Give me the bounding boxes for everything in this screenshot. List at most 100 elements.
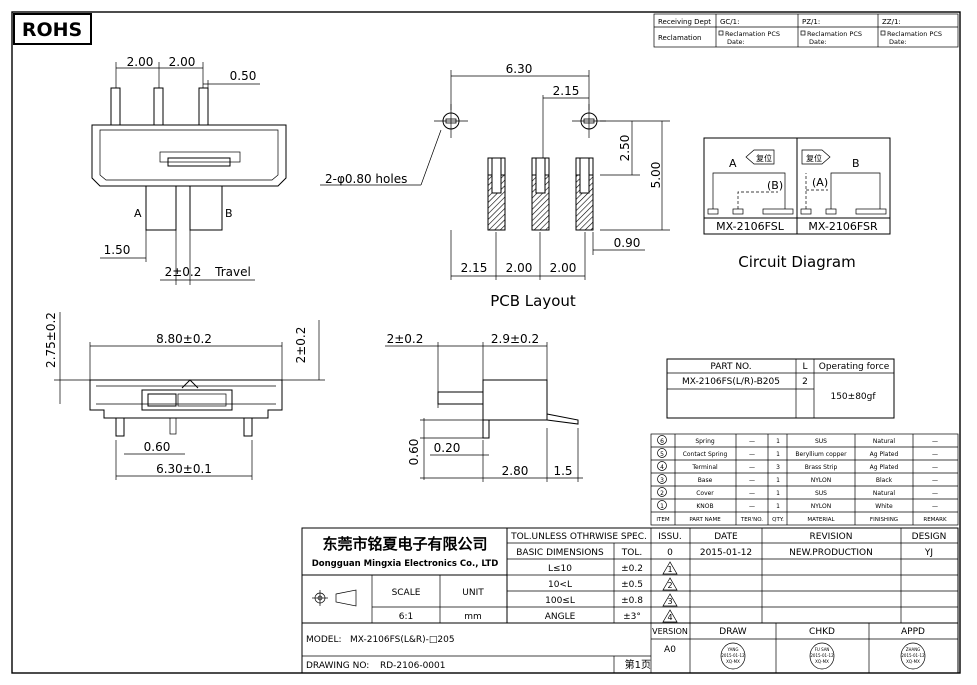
dim-front-2-75: 2.75±0.2 <box>44 312 58 368</box>
side-view: 2.00 2.00 0.50 A B 1.50 2±0.2 Travel <box>91 55 287 285</box>
bom-row-6: 6 Spring — 1 SUS Natural — <box>657 435 938 445</box>
circuit-left-b: (B) <box>767 179 783 192</box>
revision-header: REVISION <box>810 532 853 542</box>
basic-dims-label: BASIC DIMENSIONS <box>516 548 604 558</box>
bom-name-6: Spring <box>695 438 715 445</box>
circuit-right-b: B <box>852 157 860 170</box>
rev-mark-4: 4 <box>667 613 672 622</box>
dim-front-0-60: 0.60 <box>144 440 171 454</box>
pz-label: PZ/1: <box>802 18 820 26</box>
bom-ter-3: — <box>749 477 755 484</box>
page-number: 第1页 <box>625 658 651 671</box>
dim-pcb-2-50: 2.50 <box>618 135 632 162</box>
tol-row-4-range: ANGLE <box>545 612 576 622</box>
tol-row-3-range: 100≤L <box>545 596 575 606</box>
rev-design-value: YJ <box>924 548 933 558</box>
stamp-appd: ZHANG 2015-01-12 XQ-MX <box>900 642 926 670</box>
bom-ter-4: — <box>749 464 755 471</box>
bom-finish-3: Black <box>876 477 893 484</box>
appd-header: APPD <box>901 627 925 637</box>
dim-pcb-0-90: 0.90 <box>614 236 641 250</box>
holes-label: 2-φ0.80 holes <box>325 172 407 186</box>
bom-header-row: ITEM PART NAME TER'NO. QTY. MATERIAL FIN… <box>656 517 947 523</box>
bom-ter-5: — <box>749 451 755 458</box>
bom-h-remark: REMARK <box>923 517 947 523</box>
dim-side-1-50: 1.50 <box>104 243 131 257</box>
bom-name-1: KNOB <box>696 503 713 510</box>
tol-label: TOL. <box>621 548 642 558</box>
stamp-chkd-date: 2015-01-12 <box>810 653 834 658</box>
rev-triangles: 1 2 3 4 <box>662 561 678 623</box>
version-header: VERSION <box>652 627 688 636</box>
bom-ter-1: — <box>749 503 755 510</box>
model-value: MX-2106FS(L&R)-□205 <box>350 635 455 645</box>
receiving-table: Receiving Dept Reclamation GC/1: PZ/1: Z… <box>653 13 959 48</box>
stamp-appd-name: ZHANG <box>906 647 921 652</box>
bom-qty-3: 1 <box>776 477 780 484</box>
dim-pcb-2-15-bottom: 2.15 <box>461 261 488 275</box>
dim-end-0-60: 0.60 <box>407 439 421 466</box>
bom-item-2: 2 <box>660 490 664 497</box>
bom-finish-2: Natural <box>873 490 895 497</box>
rev-mark-3: 3 <box>667 597 672 606</box>
side-label-a: A <box>134 207 142 220</box>
bom-h-qty: QTY. <box>772 517 784 523</box>
force-value: 150±80gf <box>830 392 876 402</box>
reclamation-date-1: Date: <box>727 38 745 46</box>
tol-title: TOL.UNLESS OTHRWISE SPEC. <box>510 532 647 542</box>
rohs-text: ROHS <box>22 19 82 41</box>
issu-header: ISSU. <box>658 532 682 542</box>
bom-ter-6: — <box>749 438 755 445</box>
stamp-appd-co: XQ-MX <box>906 659 920 664</box>
stamp-appd-date: 2015-01-12 <box>901 653 925 658</box>
force-header: Operating force <box>819 362 890 372</box>
design-header: DESIGN <box>912 532 947 542</box>
rev-revision-value: NEW.PRODUCTION <box>789 548 873 558</box>
dim-end-0-20: 0.20 <box>434 441 461 455</box>
bom-item-6: 6 <box>660 438 664 445</box>
rev-date-value: 2015-01-12 <box>700 548 752 558</box>
scale-value: 6:1 <box>399 612 413 622</box>
bom-qty-2: 1 <box>776 490 780 497</box>
stamp-draw-co: XQ-MX <box>726 659 740 664</box>
side-label-b: B <box>225 207 233 220</box>
company-name-en: Dongguan Mingxia Electronics Co., LTD <box>312 559 499 569</box>
bom-remark-5: — <box>932 451 938 458</box>
scale-label: SCALE <box>392 588 421 598</box>
company-name-cn: 东莞市铭夏电子有限公司 <box>322 535 487 553</box>
rev-issu-value: 0 <box>667 548 673 558</box>
dim-pcb-2-00-b: 2.00 <box>550 261 577 275</box>
bom-finish-1: White <box>875 503 893 510</box>
bom-row-1: 1 KNOB — 1 NYLON White — <box>657 500 938 510</box>
front-view: 2.75±0.2 8.80±0.2 2±0.2 0.60 6.30±0.1 <box>44 312 325 480</box>
tol-row-2-value: ±0.5 <box>621 580 643 590</box>
zz-label: ZZ/1: <box>882 18 901 26</box>
l-value: 2 <box>802 377 808 387</box>
bom-row-2: 2 Cover — 1 SUS Natural — <box>657 487 938 497</box>
tol-row-1-value: ±0.2 <box>621 564 643 574</box>
receiving-dept-label: Receiving Dept <box>658 18 711 26</box>
bom-qty-1: 1 <box>776 503 780 510</box>
bom-h-material: MATERIAL <box>807 517 835 523</box>
dim-front-2-0-2: 2±0.2 <box>294 327 308 364</box>
dim-pcb-5-00: 5.00 <box>649 162 663 189</box>
draw-header: DRAW <box>719 627 746 637</box>
bom-name-4: Terminal <box>691 464 718 471</box>
pcb-layout-title: PCB Layout <box>490 292 576 310</box>
end-view: 2±0.2 2.9±0.2 0.60 0.20 2.80 1.5 <box>385 332 583 482</box>
bom-row-5: 5 Contact Spring — 1 Beryllium copper Ag… <box>657 448 938 458</box>
bom-finish-6: Natural <box>873 438 895 445</box>
dim-end-2-80: 2.80 <box>502 464 529 478</box>
bom-item-1: 1 <box>660 503 664 510</box>
circuit-right-reset: 复位 <box>806 153 822 163</box>
part-table: PART NO. L Operating force MX-2106FS(L/R… <box>666 358 895 419</box>
circuit-left-reset: 复位 <box>756 153 772 163</box>
drawing-no-label: DRAWING NO: <box>306 661 369 671</box>
circuit-right-model: MX-2106FSR <box>808 220 878 233</box>
bom-row-3: 3 Base — 1 NYLON Black — <box>657 474 938 484</box>
bom-name-3: Base <box>698 477 713 484</box>
bom-name-5: Contact Spring <box>683 451 728 458</box>
dim-pcb-2-15-top: 2.15 <box>553 84 580 98</box>
bom-h-finish: FINISHING <box>870 517 898 523</box>
stamp-draw-date: 2015-01-12 <box>721 653 745 658</box>
